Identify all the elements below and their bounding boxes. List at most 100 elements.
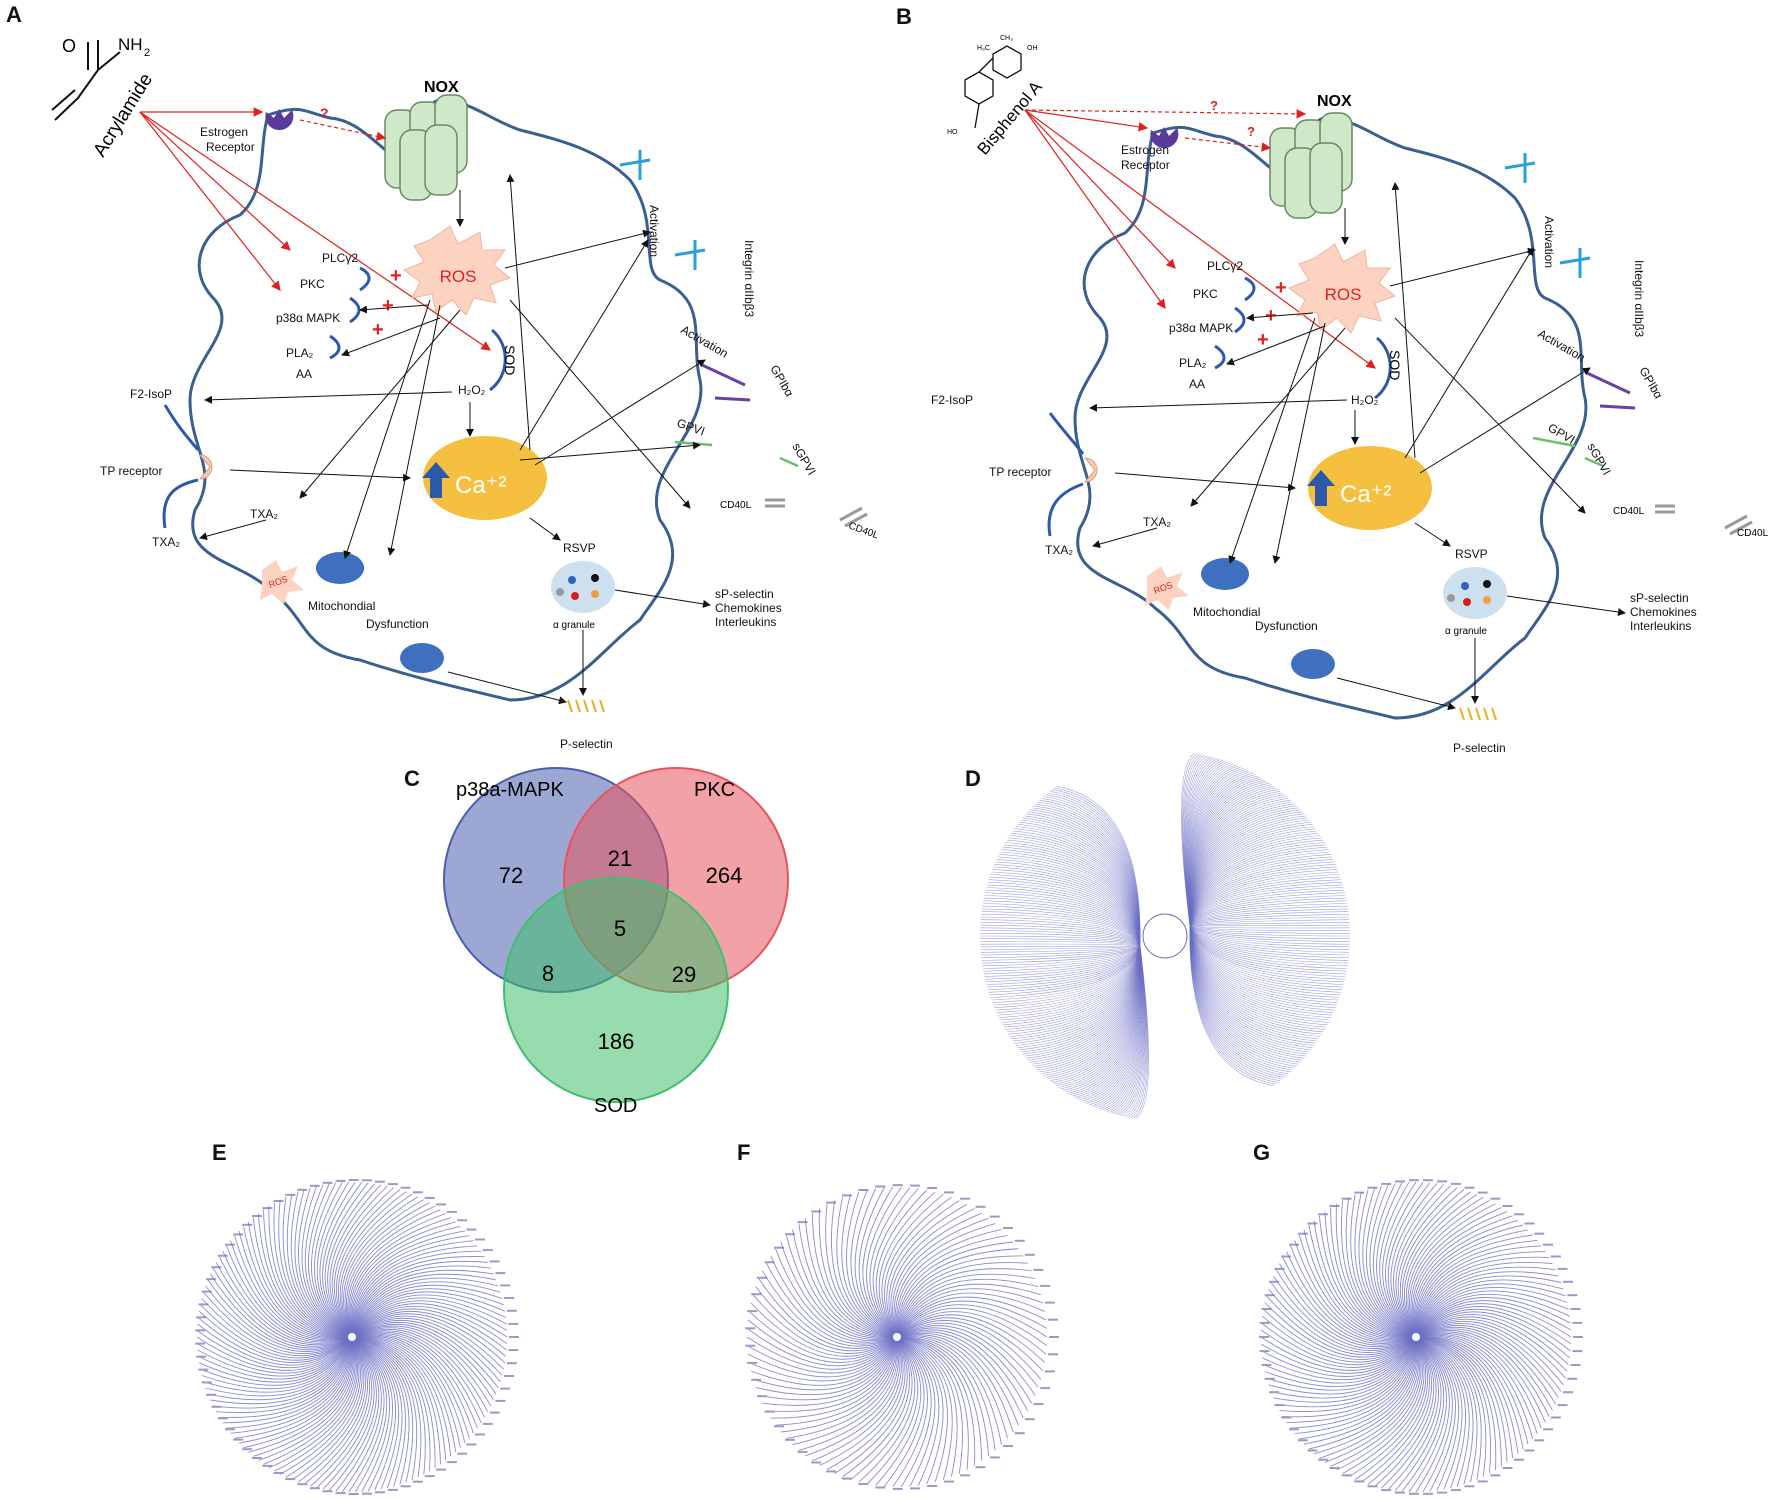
plc-label: PLCγ2: [1207, 259, 1243, 273]
network-edge: [1189, 925, 1348, 967]
network-edge: [994, 864, 1141, 947]
interleukins-label: Interleukins: [1630, 619, 1691, 633]
network-node-label: [273, 1472, 284, 1474]
network-edge: [1379, 1181, 1417, 1338]
cd40l-soluble-label: CD40L: [1737, 528, 1769, 539]
dysfunction-label: Dysfunction: [366, 617, 429, 631]
network-edge: [1189, 925, 1339, 1001]
network-edge: [1415, 1300, 1572, 1338]
network-edge: [896, 1336, 976, 1466]
network-node-label: [297, 1188, 308, 1191]
network-edge: [1260, 1329, 1417, 1368]
network-edge: [883, 1336, 925, 1487]
network-edge: [1270, 1282, 1417, 1351]
network-edge: [755, 1336, 898, 1396]
network-edge: [1415, 1336, 1514, 1459]
network-edge: [1189, 925, 1351, 937]
network-node-label: [446, 1210, 457, 1213]
network-edge: [308, 1183, 353, 1338]
network-node-label: [1543, 1428, 1553, 1431]
network-edge: [1415, 1271, 1559, 1338]
network-node-label: [910, 1184, 920, 1187]
network-edge: [1189, 925, 1343, 990]
tp-curved-arrows: [1047, 412, 1085, 537]
network-edge: [1189, 925, 1349, 961]
network-edge: [1189, 925, 1348, 969]
network-edge: [1189, 925, 1350, 953]
chemokines-label: Chemokines: [1630, 605, 1697, 619]
network-edge: [1273, 1275, 1417, 1350]
network-edge: [1282, 1257, 1417, 1344]
network-edge: [980, 945, 1141, 953]
network-node-label: [1259, 1336, 1269, 1338]
network-edge: [1415, 1324, 1559, 1399]
network-edge: [866, 1186, 902, 1338]
network-edge: [1261, 1336, 1417, 1377]
network-edge: [980, 945, 1141, 950]
network-edge: [1299, 1336, 1417, 1440]
network-edge: [747, 1336, 898, 1378]
network-node-label: [466, 1443, 477, 1446]
network-node-label: [196, 1316, 207, 1319]
network-edge: [1268, 1288, 1417, 1353]
network-edge: [780, 1336, 898, 1433]
network-edge: [896, 1332, 1019, 1426]
network-edge: [983, 897, 1141, 947]
ros-burst-small-icon: [260, 560, 304, 604]
network-edge: [766, 1336, 898, 1412]
network-edge: [987, 884, 1141, 947]
pla2-label: PLA₂: [1179, 356, 1207, 370]
network-edge: [762, 1336, 898, 1406]
network-edge: [297, 1336, 367, 1483]
network-node-label: [1563, 1391, 1573, 1394]
network-edge: [230, 1336, 353, 1434]
network-edge: [205, 1285, 353, 1352]
network-node-label: [1557, 1267, 1568, 1270]
network-edge: [762, 1270, 898, 1347]
network-edge: [1415, 1279, 1564, 1338]
network-edge: [896, 1336, 963, 1474]
network-edge: [750, 1302, 898, 1357]
network-edge: [310, 1336, 371, 1487]
network-edge: [351, 1336, 431, 1472]
network-edge: [253, 1336, 355, 1457]
network-node-label: [1354, 1191, 1365, 1194]
network-edge: [238, 1230, 353, 1339]
network-edge: [896, 1288, 1044, 1338]
acrylamide-structure: [51, 40, 121, 121]
network-edge: [1260, 1336, 1417, 1371]
network-edge: [1189, 916, 1350, 927]
venn-count-pkc-sod: 29: [672, 962, 696, 987]
network-node-label: [774, 1246, 784, 1249]
network-edge: [197, 1336, 353, 1377]
plus-sign: +: [382, 295, 394, 317]
network-edge: [1387, 1336, 1439, 1490]
network-edge: [896, 1334, 1014, 1433]
network-edge: [1266, 1336, 1417, 1391]
network-node-label: [747, 1361, 758, 1364]
network-node-label: [1513, 1458, 1524, 1461]
network-node-label: [751, 1293, 762, 1296]
network-node-label: [892, 1487, 903, 1490]
gpvi-icon: [1532, 436, 1604, 468]
network-node-label: [811, 1210, 822, 1213]
network-node-label: [217, 1417, 228, 1420]
network-edge: [1282, 1336, 1417, 1418]
network-edge: [268, 1336, 359, 1469]
network-edge: [351, 1235, 470, 1338]
network-edge: [351, 1325, 494, 1401]
plus-sign: +: [1257, 329, 1269, 351]
activation-label: Activation: [647, 205, 661, 257]
network-edge: [200, 1304, 353, 1359]
network-node-label: [196, 1355, 207, 1358]
network-edge: [303, 1336, 368, 1485]
network-node-label: [745, 1327, 756, 1330]
network-edge: [351, 1336, 394, 1492]
network-edge: [351, 1281, 501, 1338]
network-edge: [1405, 1196, 1484, 1338]
network-node-label: [387, 1183, 398, 1186]
network-node-label: [764, 1410, 775, 1413]
network-edge: [850, 1336, 913, 1481]
network-edge: [980, 945, 1141, 956]
network-edge: [1415, 1323, 1562, 1392]
